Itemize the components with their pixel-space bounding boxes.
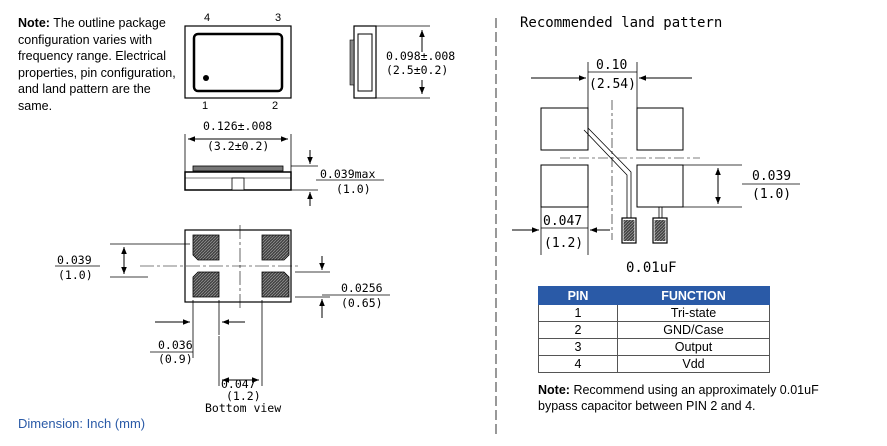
pad-width-dim-mm: (0.9) xyxy=(158,352,193,366)
land-pad-dim-in: 0.039 xyxy=(752,169,791,184)
dimension-units-label: Dimension: Inch (mm) xyxy=(18,416,146,431)
bottom-pad-3 xyxy=(261,234,290,261)
bypass-capacitor-note: Note: Recommend using an approximately 0… xyxy=(538,382,858,414)
gap-dim-mm: (0.65) xyxy=(341,296,383,310)
bottom-pad-2 xyxy=(261,271,290,298)
pin1-dot xyxy=(203,75,209,81)
bottom-view-caption: Bottom view xyxy=(205,401,281,415)
pin-number: 3 xyxy=(538,338,618,356)
pin-number: 2 xyxy=(538,321,618,339)
pitch-dim-mm: (1.2) xyxy=(226,389,261,403)
pin-function: Tri-state xyxy=(617,304,770,322)
note-label: Note: xyxy=(18,16,50,30)
package-side-view: 0.098±.008 (2.5±0.2) xyxy=(349,25,455,99)
package-bottom-view: 0.039 (1.0) 0.0256 (0.65) 0.036 (0.9) 0.… xyxy=(55,225,390,415)
land-pattern-title: Recommended land pattern xyxy=(520,15,722,31)
land-pad-1 xyxy=(540,164,589,208)
pin-function-table: PIN FUNCTION 1 Tri-state 2 GND/Case 3 Ou… xyxy=(538,286,770,373)
pin-function: Vdd xyxy=(617,355,770,373)
bottom-pad-4 xyxy=(192,234,220,261)
pin-function: Output xyxy=(617,338,770,356)
pad-height-dim-in: 0.039 xyxy=(57,253,92,267)
pin-number: 1 xyxy=(538,304,618,322)
thickness-dim-mm: (1.0) xyxy=(336,182,371,196)
table-row: 4 Vdd xyxy=(538,355,770,373)
package-top-view: 4 3 1 2 xyxy=(184,12,292,112)
pitch-dim-in: 0.047 xyxy=(221,377,256,391)
land-spacing-in: 0.10 xyxy=(596,58,627,73)
width-dim-mm: (3.2±0.2) xyxy=(207,139,269,153)
note-text: The outline package configuration varies… xyxy=(18,16,176,113)
table-row: 1 Tri-state xyxy=(538,304,770,322)
height-dim-mm: (2.5±0.2) xyxy=(386,63,448,77)
land-pad-dim-mm: (1.0) xyxy=(752,187,791,202)
land-spacing-mm: (2.54) xyxy=(589,77,636,92)
pin-function: GND/Case xyxy=(617,321,770,339)
pad-width-dim-in: 0.036 xyxy=(158,338,193,352)
capacitor-label: 0.01uF xyxy=(626,260,677,276)
land-pad-3 xyxy=(636,107,684,151)
pin-label-3: 3 xyxy=(275,12,281,24)
pin-label-2: 2 xyxy=(272,100,278,112)
header-pin: PIN xyxy=(538,286,618,305)
table-row: 2 GND/Case xyxy=(538,321,770,339)
table-header-row: PIN FUNCTION xyxy=(538,286,770,305)
land-pattern: Recommended land pattern 0.10 (2.54) 0.0… xyxy=(512,15,800,276)
bottom-pad-1 xyxy=(192,271,220,298)
land-gap-dim-in: 0.047 xyxy=(543,214,582,229)
thickness-dim-in: 0.039max xyxy=(320,167,375,181)
height-dim-in: 0.098±.008 xyxy=(386,49,455,63)
header-function: FUNCTION xyxy=(617,286,770,305)
bottom-note-text: Recommend using an approximately 0.01uF … xyxy=(538,383,819,413)
land-pad-4 xyxy=(540,107,589,151)
land-pad-2 xyxy=(636,164,684,208)
width-dim-in: 0.126±.008 xyxy=(203,119,272,133)
gap-dim-in: 0.0256 xyxy=(341,281,383,295)
pin-label-4: 4 xyxy=(204,12,210,24)
table-row: 3 Output xyxy=(538,338,770,356)
bottom-note-label: Note: xyxy=(538,383,570,397)
package-note: Note: The outline package configuration … xyxy=(18,15,188,114)
pin-number: 4 xyxy=(538,355,618,373)
pin-label-1: 1 xyxy=(202,100,208,112)
package-front-view: 0.126±.008 (3.2±0.2) 0.039max (1.0) xyxy=(184,119,384,206)
land-gap-dim-mm: (1.2) xyxy=(544,236,583,251)
pad-height-dim-mm: (1.0) xyxy=(58,268,93,282)
